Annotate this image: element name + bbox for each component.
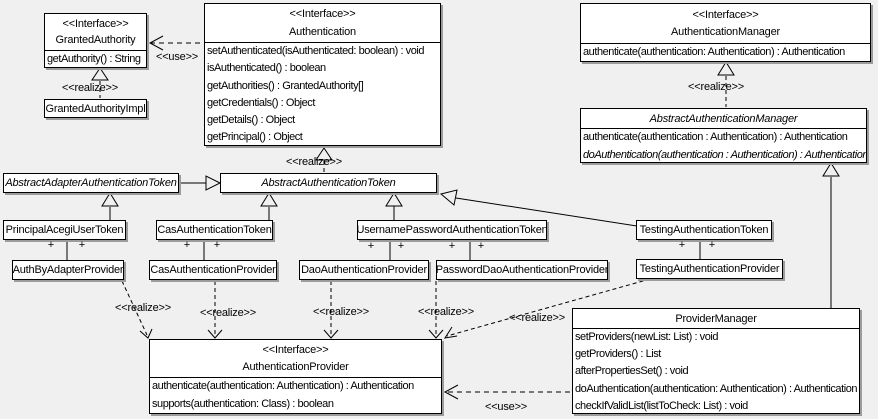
class-name: PrincipalAcegiUserToken <box>5 224 124 236</box>
stereotype-label: <<Interface>> <box>62 17 129 30</box>
multiplicity-label: + <box>367 240 375 252</box>
generalization-testing-token <box>439 189 638 227</box>
stereotype-label: <<Interface>> <box>289 8 356 21</box>
class-name: CasAuthenticationProvider <box>150 264 276 276</box>
method: doAuthentication(authentication: Authent… <box>575 382 858 395</box>
class-abstract-authentication-token[interactable]: AbstractAuthenticationToken <box>220 173 437 193</box>
realize-grantedauthorityimpl <box>91 67 109 98</box>
method: getCredentials() : Object <box>207 96 315 109</box>
class-cas-authentication-token[interactable]: CasAuthenticationToken <box>156 220 273 240</box>
method: setProviders(newList: List) : void <box>575 331 719 343</box>
realize-abstractauthenticationmanager <box>717 61 735 107</box>
class-authentication-provider[interactable]: <<Interface>> AuthenticationProvider aut… <box>149 339 442 414</box>
multiplicity-label: + <box>448 240 456 252</box>
class-authentication[interactable]: <<Interface>> Authentication setAuthenti… <box>204 3 441 146</box>
class-abstract-authentication-manager[interactable]: AbstractAuthenticationManager authentica… <box>580 108 867 163</box>
class-dao-authentication-provider[interactable]: DaoAuthenticationProvider <box>299 260 429 280</box>
method: setAuthenticated(isAuthenticated: boolea… <box>207 45 425 57</box>
class-name: DaoAuthenticationProvider <box>301 264 427 276</box>
generalization-adapter-token <box>179 175 222 191</box>
class-principal-acegi-user-token[interactable]: PrincipalAcegiUserToken <box>3 220 126 240</box>
class-name: AuthByAdapterProvider <box>12 264 124 276</box>
stereotype-label: <<Interface>> <box>692 8 759 21</box>
realize-casauthenticationprovider <box>207 281 223 339</box>
class-name: AbstractAuthenticationManager <box>649 112 798 125</box>
method: authenticate(authentication: Authenticat… <box>583 46 845 58</box>
realize-testingauthenticationprovider <box>443 278 651 339</box>
class-testing-authentication-provider[interactable]: TestingAuthenticationProvider <box>636 259 783 279</box>
method: getPrincipal() : Object <box>207 131 303 144</box>
class-granted-authority[interactable]: <<Interface>> GrantedAuthority getAuthor… <box>44 13 147 68</box>
class-name: TestingAuthenticationProvider <box>639 263 780 275</box>
class-abstract-adapter-authentication-token[interactable]: AbstractAdapterAuthenticationToken <box>3 173 179 193</box>
class-name: TestingAuthenticationToken <box>639 224 769 236</box>
stereotype-label: <<Interface>> <box>262 344 329 356</box>
class-cas-authentication-provider[interactable]: CasAuthenticationProvider <box>149 260 277 280</box>
realize-abstractauthenticationtoken <box>315 147 333 172</box>
method: doAuthentication(authentication : Authen… <box>583 148 866 161</box>
generalization-principal-token <box>101 192 119 220</box>
class-name: GrantedAuthority <box>55 34 136 47</box>
class-authentication-manager[interactable]: <<Interface>> AuthenticationManager auth… <box>580 3 871 62</box>
use-dependency-authentication-grantedauthority <box>148 35 204 51</box>
use-dependency-providermanager <box>443 384 572 400</box>
class-username-password-authentication-token[interactable]: UsernamePasswordAuthenticationToken <box>357 220 547 240</box>
class-name: ProviderManager <box>675 312 757 325</box>
generalization-providermanager <box>822 162 840 308</box>
multiplicity-label: + <box>183 239 191 251</box>
class-testing-authentication-token[interactable]: TestingAuthenticationToken <box>636 220 772 240</box>
realize-authbyadapterprovider <box>121 280 153 339</box>
class-name: CasAuthenticationToken <box>157 224 272 236</box>
method: afterPropertiesSet() : void <box>575 365 689 378</box>
method: getAuthority() : String <box>47 53 141 65</box>
class-name: GrantedAuthorityImpl <box>45 102 146 115</box>
method: authenticate(authentication: Authenticat… <box>152 380 414 392</box>
class-provider-manager[interactable]: ProviderManager setProviders(newList: Li… <box>572 308 860 414</box>
multiplicity-label: + <box>708 239 716 251</box>
class-password-dao-authentication-provider[interactable]: PasswordDaoAuthenticationProvider <box>436 260 608 280</box>
multiplicity-label: + <box>397 240 405 252</box>
realize-passworddaoauthenticationprovider <box>428 281 444 339</box>
class-name: UsernamePasswordAuthenticationToken <box>357 224 547 236</box>
method: checkIfValidList(listToCheck: List) : vo… <box>575 399 748 412</box>
method: isAuthenticated() : boolean <box>207 62 326 75</box>
method: getAuthorities() : GrantedAuthority[] <box>207 79 364 92</box>
generalization-cas-token <box>260 192 278 220</box>
class-name: AuthenticationProvider <box>242 361 349 373</box>
multiplicity-label: + <box>678 239 686 251</box>
method: supports(authentication: Class) : boolea… <box>152 397 334 410</box>
method: getProviders() : List <box>575 348 661 361</box>
class-name: PasswordDaoAuthenticationProvider <box>436 264 608 276</box>
generalization-usernamepassword-token <box>385 192 403 220</box>
class-name: AbstractAuthenticationToken <box>261 177 396 189</box>
class-name: Authentication <box>289 25 356 38</box>
class-auth-by-adapter-provider[interactable]: AuthByAdapterProvider <box>12 260 124 280</box>
method: authenticate(authentication : Authentica… <box>583 131 848 143</box>
class-granted-authority-impl[interactable]: GrantedAuthorityImpl <box>44 99 147 118</box>
class-name: AbstractAdapterAuthenticationToken <box>5 177 177 189</box>
multiplicity-label: + <box>477 240 485 252</box>
multiplicity-label: + <box>47 239 55 251</box>
multiplicity-label: + <box>78 239 86 251</box>
method: getDetails() : Object <box>207 114 295 127</box>
class-name: AuthenticationManager <box>671 26 780 39</box>
realize-daoauthenticationprovider <box>323 281 339 339</box>
multiplicity-label: + <box>213 239 221 251</box>
